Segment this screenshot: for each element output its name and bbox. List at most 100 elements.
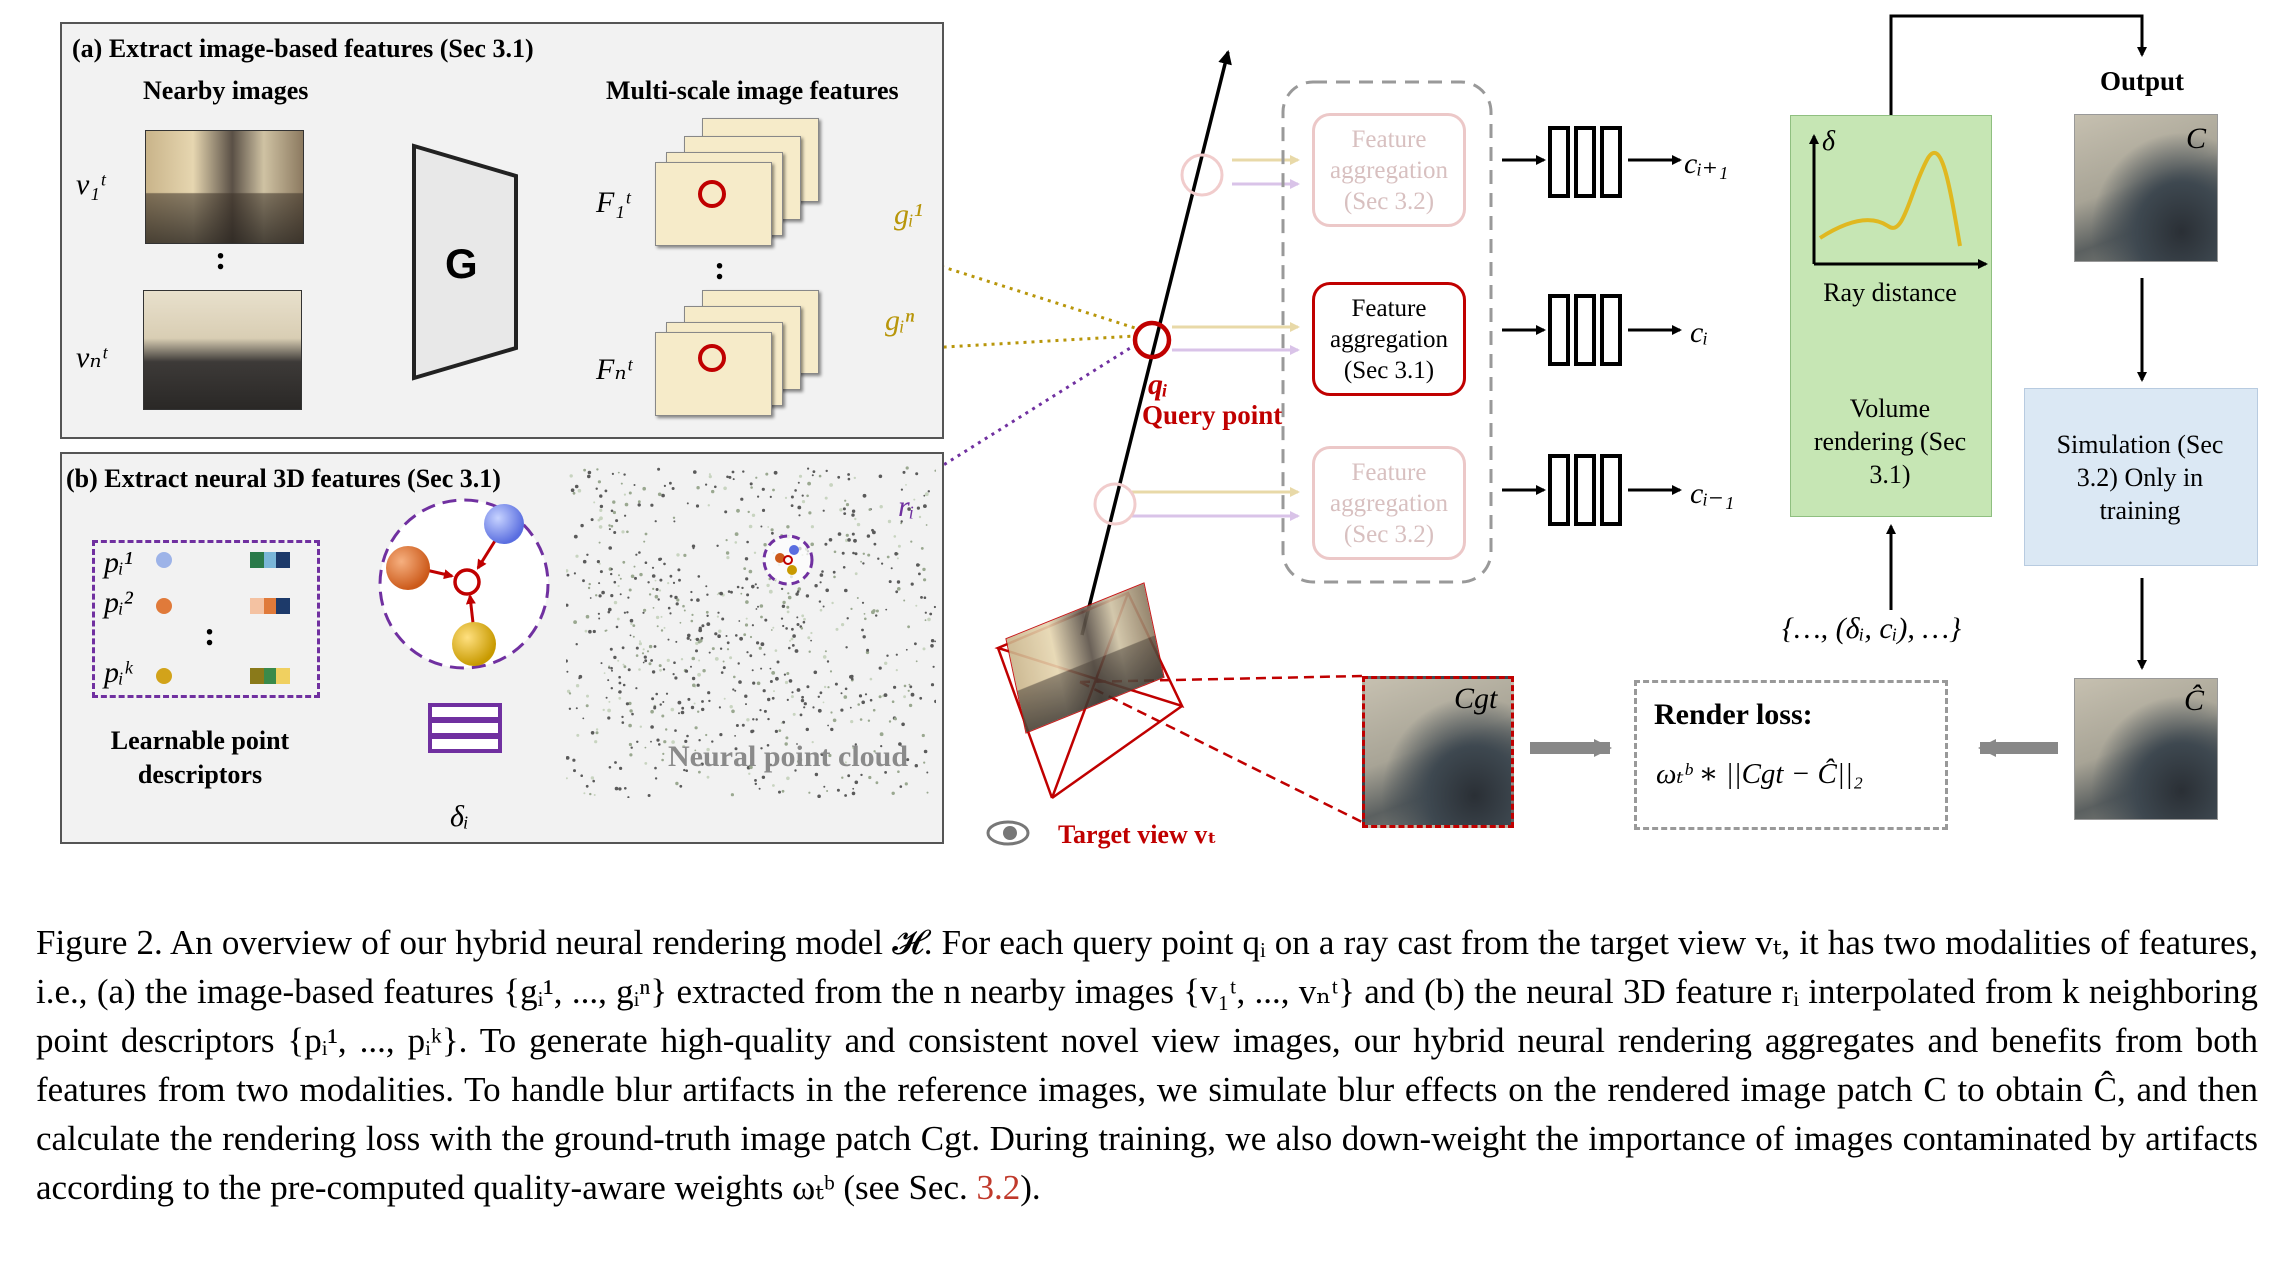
cloud-point <box>897 587 901 591</box>
cloud-point <box>648 644 653 649</box>
cloud-point <box>705 733 708 737</box>
neural-point-cloud <box>566 466 936 798</box>
cloud-point <box>716 544 719 547</box>
cloud-point <box>707 504 710 507</box>
cloud-point <box>706 614 709 617</box>
cloud-point <box>818 600 822 603</box>
cloud-point <box>878 474 883 479</box>
cloud-point <box>575 643 578 646</box>
cloud-point <box>653 705 657 709</box>
cloud-point <box>690 598 693 602</box>
cloud-point <box>566 603 569 607</box>
cloud-point <box>725 635 728 637</box>
cloud-point <box>586 553 589 556</box>
cloud-point <box>824 496 828 500</box>
cloud-point <box>599 504 604 509</box>
cloud-point <box>585 614 590 619</box>
cloud-point <box>667 582 670 585</box>
cloud-point <box>915 604 918 607</box>
cloud-point <box>916 563 920 567</box>
cloud-point <box>891 791 895 795</box>
cloud-point <box>756 586 759 589</box>
cloud-point <box>566 659 568 663</box>
cloud-point <box>745 703 747 706</box>
cloud-point <box>748 772 751 775</box>
cloud-point <box>791 627 794 631</box>
cloud-point <box>744 623 749 627</box>
cloud-point <box>681 706 685 710</box>
cloud-point <box>837 475 841 479</box>
cloud-point <box>671 740 675 744</box>
cloud-point <box>857 703 860 706</box>
cloud-point <box>735 634 738 637</box>
cloud-point <box>572 491 576 495</box>
cloud-point <box>851 513 855 517</box>
cloud-point <box>696 598 700 602</box>
cloud-point <box>672 516 676 519</box>
cloud-point <box>909 685 913 689</box>
cloud-point <box>726 475 729 479</box>
cloud-point <box>650 503 654 507</box>
cloud-point <box>697 710 700 713</box>
cloud-point <box>867 763 870 766</box>
cloud-point <box>662 701 665 703</box>
cloud-point <box>626 530 629 534</box>
cloud-point <box>718 629 722 633</box>
cloud-point <box>711 489 715 494</box>
cloud-point <box>692 683 696 688</box>
cloud-point <box>799 713 803 717</box>
generator-G <box>412 143 518 381</box>
cloud-point <box>672 581 676 584</box>
cloud-point <box>746 540 749 544</box>
cloud-point <box>854 572 858 576</box>
cloud-point <box>690 590 693 594</box>
cloud-point <box>774 729 778 733</box>
cloud-point <box>828 753 832 758</box>
cloud-point <box>598 541 601 544</box>
cloud-point <box>665 692 669 695</box>
cloud-point <box>826 660 830 663</box>
cloud-point <box>614 761 617 764</box>
cloud-point <box>734 735 736 737</box>
cloud-point <box>821 570 824 573</box>
cloud-point <box>658 743 661 746</box>
panel-b-title: (b) Extract neural 3D features (Sec 3.1) <box>66 464 501 493</box>
cloud-point <box>746 651 749 654</box>
cloud-point <box>586 694 589 698</box>
cloud-point <box>673 520 676 523</box>
cloud-point <box>719 733 723 737</box>
cloud-point <box>577 488 582 493</box>
cloud-point <box>890 567 893 570</box>
cloud-point <box>841 623 845 627</box>
cloud-point <box>923 596 927 599</box>
cloud-point <box>659 557 663 561</box>
cloud-point <box>599 494 603 498</box>
cloud-point <box>749 482 753 486</box>
cloud-point <box>789 639 791 642</box>
pk-label: pᵢᵏ <box>104 656 133 689</box>
cloud-point <box>608 665 611 668</box>
cloud-point <box>698 739 701 742</box>
cloud-point <box>618 574 620 577</box>
cloud-point <box>623 493 626 496</box>
cloud-point <box>650 740 652 743</box>
cloud-point <box>843 695 848 699</box>
cloud-point <box>907 625 910 629</box>
cloud-point <box>763 653 766 656</box>
cloud-point <box>619 766 623 770</box>
caption-section-link[interactable]: 3.2 <box>976 1168 1021 1207</box>
cloud-point <box>711 647 715 651</box>
cloud-point <box>828 538 833 542</box>
cloud-point <box>845 533 849 537</box>
cloud-point <box>770 629 773 631</box>
cloud-point <box>891 700 895 703</box>
cloud-point <box>598 617 601 620</box>
cloud-point <box>875 781 879 785</box>
cloud-point <box>915 660 918 663</box>
cloud-point <box>894 552 898 556</box>
cloud-point <box>639 725 642 728</box>
cloud-point <box>888 720 892 723</box>
cloud-point <box>910 540 913 543</box>
cloud-point <box>844 499 847 502</box>
cloud-point <box>773 470 778 475</box>
